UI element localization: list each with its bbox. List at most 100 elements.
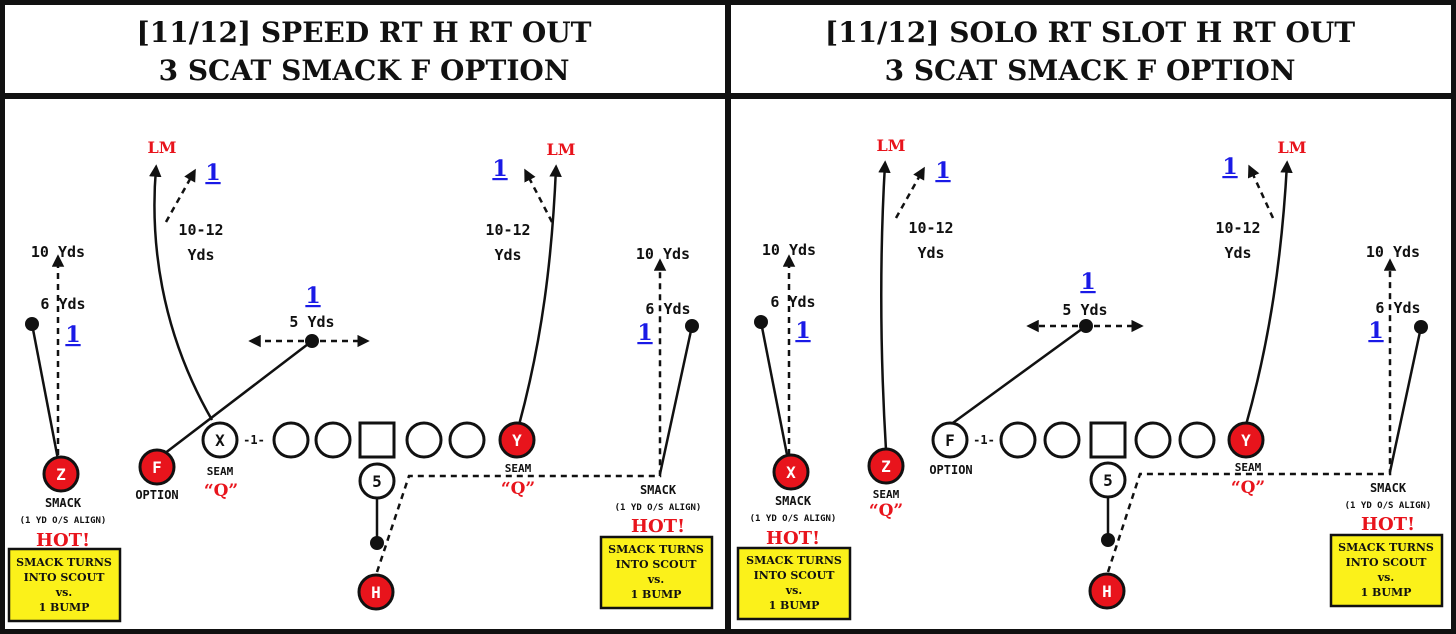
route-x-option [164,168,196,223]
label-yardage: 6 Yds [40,295,85,313]
label-yardage: 10 Yds [762,241,816,259]
player-y [498,421,536,459]
route-dot [370,536,384,550]
player-label: Y [1241,431,1251,450]
note-line: vs. [647,573,664,586]
note-line: INTO SCOUT [754,569,836,582]
note-line: SMACK TURNS [746,554,842,567]
label-one: 1 [305,283,320,309]
label-smack: SMACK [775,494,812,508]
label-one: 1 [935,158,950,184]
panel-title-line2: 3 SCAT SMACK F OPTION [159,54,570,87]
label-hot: HOT! [766,528,820,549]
note-line: SMACK TURNS [16,556,112,569]
route-z-option [894,166,925,219]
player-h [357,573,395,611]
label-align: (1 YD O/S ALIGN) [20,516,107,526]
route-x-seam [149,164,214,421]
label-yardage: 10-12 [1215,219,1260,237]
panel-title-line2: 3 SCAT SMACK F OPTION [885,54,1296,87]
note-line: INTO SCOUT [24,571,106,584]
label-yardage: 10 Yds [1366,243,1420,261]
label-yardage: 10-12 [485,221,530,239]
note-line: vs. [785,584,802,597]
label-one: 1 [205,160,220,186]
label-one: 1 [1368,318,1383,344]
note-line: 1 BUMP [769,599,820,612]
route-smack-right [658,325,694,475]
player-label: F [945,431,955,450]
player-z [867,447,905,485]
label-one: 1 [795,318,810,344]
label-yardage: 10-12 [908,219,953,237]
player-label: X [215,431,225,450]
player-qb [1089,461,1127,499]
note-line: INTO SCOUT [616,558,698,571]
route-y-option [524,168,554,223]
route-f-option [159,340,313,458]
route-x-release [759,321,792,471]
player-h [1088,572,1126,610]
center [1089,421,1127,459]
label-yardage: Yds [494,246,521,264]
route-h-out [375,258,667,573]
label-q: “Q” [1231,478,1265,498]
note-line: SMACK TURNS [1338,541,1434,554]
label-lm: LM [877,136,906,155]
label-one: 1 [1080,269,1095,295]
note-line: vs. [55,586,72,599]
label-yardage: 5 Yds [1062,301,1107,319]
lineman [448,421,486,459]
label-one-mark: -1- [973,433,995,447]
player-label: H [371,583,381,602]
label-one: 1 [65,322,80,348]
label-yardage: 6 Yds [1375,299,1420,317]
player-label: 5 [372,472,382,491]
label-align: (1 YD O/S ALIGN) [750,514,837,524]
lineman [1134,421,1172,459]
route-dot [1414,320,1428,334]
route-y-option [1247,164,1275,219]
lineman [1178,421,1216,459]
route-y-seam [517,164,562,426]
route-f-option [949,324,1087,427]
player-label: 5 [1103,471,1113,490]
label-seam: SEAM [873,488,900,501]
note-line: SMACK TURNS [608,543,704,556]
note-line: 1 BUMP [39,601,90,614]
label-align: (1 YD O/S ALIGN) [1345,501,1432,511]
player-f [138,448,176,486]
route-z-seam [878,160,891,451]
note-line: INTO SCOUT [1346,556,1428,569]
label-seam: SEAM [1235,461,1262,474]
lineman [405,421,443,459]
label-option: OPTION [135,488,178,502]
route-dot [305,334,319,348]
player-y [1227,421,1265,459]
label-q: “Q” [869,501,903,521]
panel-title-line1: [11/12] SOLO RT SLOT H RT OUT [825,16,1355,49]
note-line: 1 BUMP [631,588,682,601]
center [358,421,396,459]
player-qb [358,462,396,500]
player-label: Z [56,465,66,484]
route-z-release [30,323,62,471]
label-one: 1 [1222,154,1237,180]
label-q: “Q” [501,479,535,499]
label-lm: LM [148,138,177,157]
player-f [931,421,969,459]
label-hot: HOT! [36,530,90,551]
lineman [1043,421,1081,459]
panel-title-line1: [11/12] SPEED RT H RT OUT [137,16,592,49]
label-yardage: 10 Yds [31,243,85,261]
player-x [201,421,239,459]
player-label: Z [881,457,891,476]
note-line: vs. [1377,571,1394,584]
panel-left: [11/12] SPEED RT H RT OUT 3 SCAT SMACK F… [7,16,714,623]
label-smack: SMACK [640,483,677,497]
label-option: OPTION [929,463,972,477]
route-smack-right [1388,326,1423,473]
label-smack: SMACK [1370,481,1407,495]
label-yardage: 10-12 [178,221,223,239]
